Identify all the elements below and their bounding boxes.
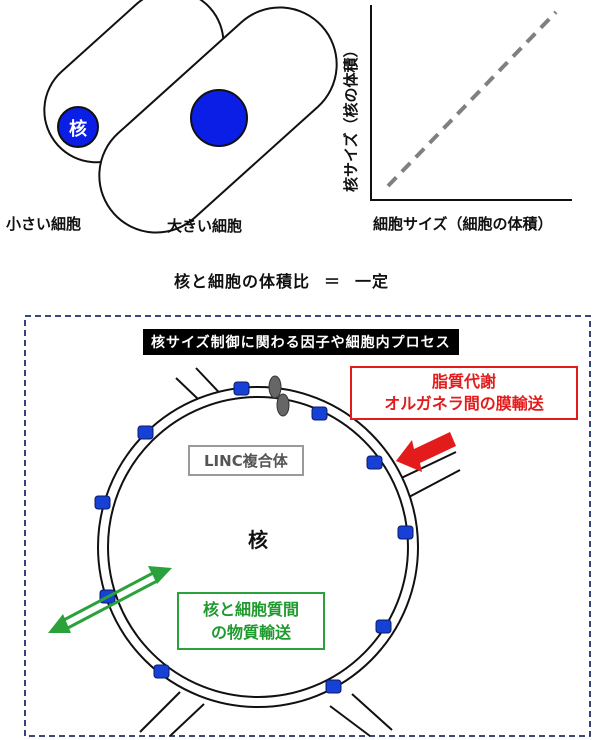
- linc-complex-shapes: [268, 375, 290, 417]
- transport-line1: 核と細胞質間: [202, 600, 299, 619]
- process-frame: [24, 315, 591, 737]
- graph-trend-line: [386, 10, 558, 188]
- large-nucleus: [190, 89, 248, 147]
- ratio-left: 核と細胞の体積比: [174, 272, 311, 291]
- green-arrowhead-right: [148, 566, 172, 584]
- transport-line2: の物質輸送: [210, 623, 291, 642]
- small-nucleus: [57, 106, 99, 148]
- large-cell-label: 大きい細胞: [167, 217, 243, 235]
- ratio-right: 一定: [355, 272, 390, 291]
- lipid-line1: 脂質代謝: [431, 372, 496, 391]
- green-double-arrow: [59, 570, 160, 632]
- ratio-statement: 核と細胞の体積比 ＝ 一定: [174, 268, 389, 292]
- graph-x-label: 細胞サイズ（細胞の体積）: [373, 215, 553, 233]
- transport-box: 核と細胞質間 の物質輸送: [177, 592, 325, 650]
- green-arrowhead-left: [48, 614, 71, 633]
- graph-y-label: 核サイズ（核の体積）: [342, 42, 360, 192]
- lipid-line2: オルガネラ間の膜輸送: [384, 394, 544, 413]
- linc-box: LINC複合体: [188, 445, 304, 476]
- small-nucleus-label: 核: [69, 119, 87, 140]
- small-cell-label: 小さい細胞: [6, 215, 82, 233]
- red-arrow: [396, 432, 456, 472]
- process-banner: 核サイズ制御に関わる因子や細胞内プロセス: [143, 329, 459, 355]
- nuclear-pores: [94, 381, 414, 694]
- ratio-equals: ＝: [324, 272, 342, 291]
- nucleus-label: 核: [248, 528, 268, 552]
- lipid-box: 脂質代謝 オルガネラ間の膜輸送: [350, 366, 578, 420]
